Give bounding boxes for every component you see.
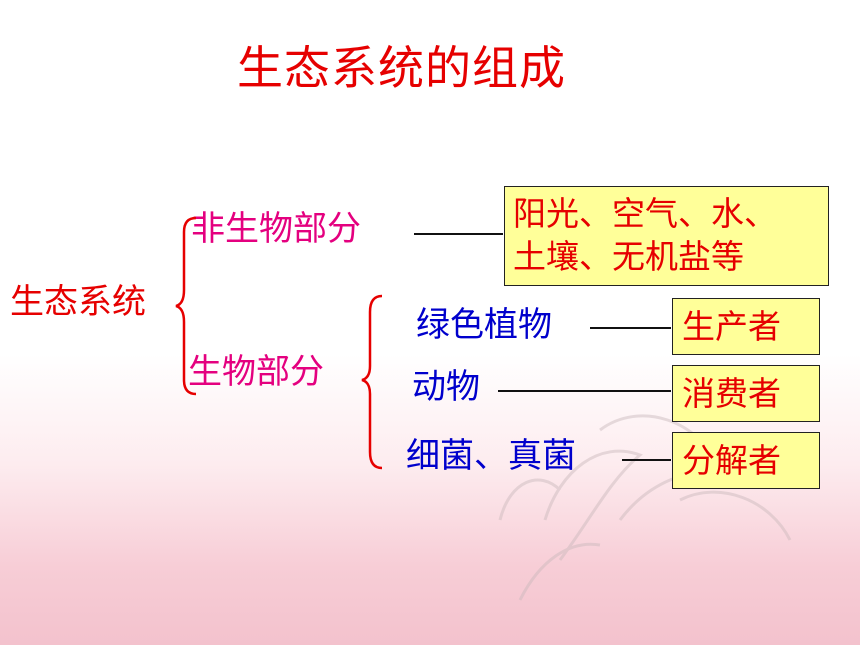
biotic-brace [361,294,383,470]
decomposer-box: 分解者 [672,432,820,489]
producer-box: 生产者 [672,298,820,355]
root-brace [175,216,197,396]
page-title: 生态系统的组成 [237,41,566,95]
biotic-node: 生物部分 [188,352,324,392]
abiotic-factors-line2: 土壤、无机盐等 [513,237,744,276]
abiotic-factors-line1: 阳光、空气、水、 [513,194,777,233]
root-node: 生态系统 [10,282,146,322]
biotic-item-microbes: 细菌、真菌 [406,436,576,476]
biotic-item-plants: 绿色植物 [416,305,552,345]
abiotic-node: 非生物部分 [191,209,361,249]
abiotic-factors-box: 阳光、空气、水、 土壤、无机盐等 [504,186,829,286]
consumer-box: 消费者 [672,365,820,422]
biotic-item-animals: 动物 [412,367,480,407]
